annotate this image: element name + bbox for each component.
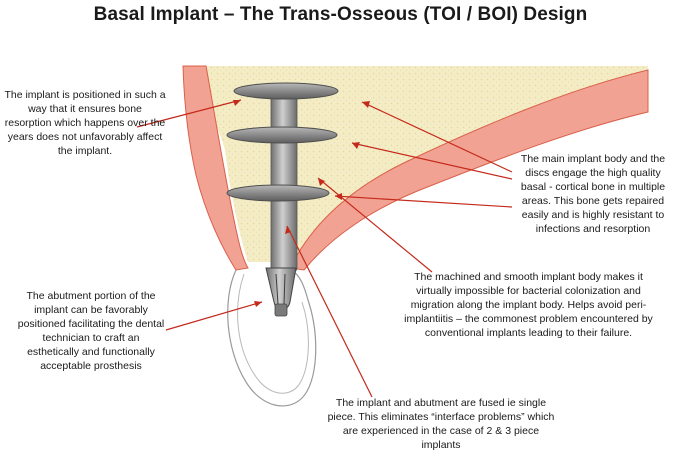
implant-shaft (270, 91, 298, 273)
implant-disc-top (233, 82, 339, 100)
annotation-abutment: The abutment portion of the implant can … (17, 290, 165, 372)
leader-lines (136, 99, 513, 398)
gum-outline (227, 269, 317, 407)
annotation-fused-piece: The implant and abutment are fused ie si… (327, 397, 555, 451)
abutment-tip (274, 303, 288, 317)
left-cortical-bone (182, 65, 249, 271)
right-cortical-bone (289, 69, 649, 271)
leader-line-cortical-1 (361, 101, 513, 173)
diagram-title: Basal Implant – The Trans-Osseous (TOI /… (93, 4, 588, 25)
implant-abutment (265, 267, 297, 310)
leader-line-resorption (136, 99, 242, 128)
implant-disc-middle (226, 126, 338, 144)
leader-line-machined (317, 177, 433, 273)
leader-line-cortical-2 (351, 142, 513, 180)
annotation-cortical-bone: The main implant body and the discs enga… (520, 153, 666, 235)
leader-line-fused (286, 225, 373, 398)
gum-outline-inner (237, 273, 309, 394)
annotation-machined-body: The machined and smooth implant body mak… (404, 271, 653, 339)
leader-line-abutment (165, 301, 263, 331)
implant-disc-bottom (226, 184, 330, 202)
leader-line-cortical-3 (334, 195, 513, 208)
leader-arrowheads (233, 100, 370, 307)
annotation-bone-resorption: The implant is positioned in such a way … (4, 89, 166, 157)
